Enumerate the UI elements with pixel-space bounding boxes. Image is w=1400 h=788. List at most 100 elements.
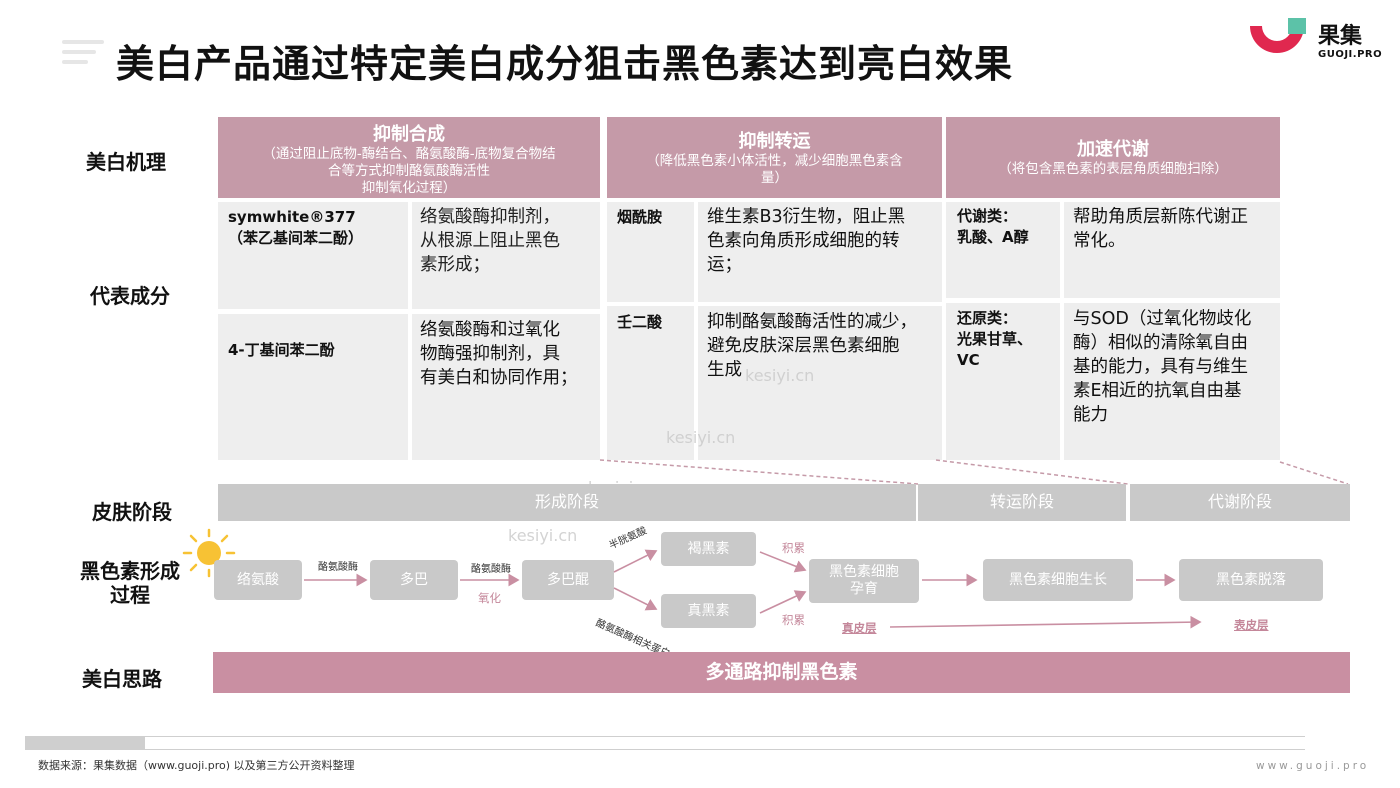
- header-desc-line: （将包含黑色素的表层角质细胞扫除）: [998, 161, 1228, 177]
- effect-line: 避免皮肤深层黑色素细胞: [707, 336, 900, 356]
- ingredient-line: symwhite®377: [228, 208, 356, 226]
- ingredient-cell: [607, 306, 694, 460]
- ingredient-cell: [607, 202, 694, 302]
- ingredient-line: 乳酸、A醇: [957, 228, 1029, 246]
- ingredient-cell: [218, 202, 408, 309]
- page-title: 美白产品通过特定美白成分狙击黑色素达到亮白效果: [116, 42, 1014, 86]
- node-melanocyte-incubation-label: 黑色素细胞孕育: [829, 564, 899, 597]
- effect-line: 帮助角质层新陈代谢正: [1073, 207, 1248, 227]
- effect-line: 维生素B3衍生物，阻止黑: [707, 207, 906, 227]
- node-dopaquinone: 多巴醌: [522, 560, 614, 600]
- ingredient-name: 烟酰胺: [617, 207, 662, 228]
- node-pheomelanin: 褐黑素: [661, 532, 756, 566]
- ingredient-line: VC: [957, 351, 980, 369]
- header-accelerate-metabolism: 加速代谢 （将包含黑色素的表层角质细胞扫除）: [946, 117, 1280, 198]
- row-label-approach: 美白思路: [82, 667, 162, 691]
- row-label-skin-stage: 皮肤阶段: [92, 500, 172, 524]
- effect-line: 与SOD（过氧化物歧化: [1073, 309, 1252, 329]
- effect-line: 络氨酸酶和过氧化: [420, 320, 560, 340]
- effect-line: 有美白和协同作用；: [420, 368, 578, 388]
- effect-line: 运；: [707, 255, 742, 275]
- ingredient-cell: [946, 303, 1060, 460]
- header-inhibit-transport: 抑制转运 （降低黑色素小体活性，减少细胞黑色素含 量）: [607, 117, 942, 198]
- watermark: kesiyi.cn: [745, 366, 815, 385]
- dermis-label: 真皮层: [842, 621, 877, 635]
- effect-line: 色素向角质形成细胞的转: [707, 231, 900, 251]
- approach-bar: 多通路抑制黑色素: [213, 652, 1350, 693]
- row-label-melanin-process-line2: 过程: [110, 583, 150, 607]
- footer-divider: [25, 736, 1305, 737]
- footer-divider-bottom: [145, 749, 1305, 750]
- stage-formation: 形成阶段: [218, 484, 916, 521]
- effect-text: 络氨酸酶抑制剂， 从根源上阻止黑色 素形成；: [420, 205, 560, 277]
- header-desc-line: （通过阻止底物-酶结合、酪氨酸酶-底物复合物结: [262, 146, 556, 162]
- row-label-mechanism: 美白机理: [86, 150, 166, 174]
- effect-cell: [1064, 202, 1280, 298]
- effect-text: 与SOD（过氧化物歧化 酶）相似的清除氧自由 基的能力，具有与维生 素E相近的抗…: [1073, 307, 1251, 427]
- node-melanocyte-incubation: 黑色素细胞孕育: [809, 559, 919, 603]
- effect-text: 抑制酪氨酸酶活性的减少， 避免皮肤深层黑色素细胞 生成: [707, 310, 917, 382]
- ingredient-cell: [218, 314, 408, 460]
- effect-line: 常化。: [1073, 231, 1126, 251]
- ingredient-name: 还原类： 光果甘草、 VC: [957, 308, 1032, 371]
- arrow-label-oxidize: 氧化: [478, 591, 501, 605]
- effect-text: 维生素B3衍生物，阻止黑 色素向角质形成细胞的转 运；: [707, 205, 905, 277]
- ingredient-name: 代谢类： 乳酸、A醇: [957, 206, 1029, 248]
- header-title: 加速代谢: [1077, 139, 1149, 160]
- stage-transport: 转运阶段: [918, 484, 1126, 521]
- epidermis-label: 表皮层: [1234, 618, 1269, 632]
- ingredient-name: 4-丁基间苯二酚: [228, 340, 335, 361]
- effect-line: 络氨酸酶抑制剂，: [420, 207, 560, 227]
- accumulate-label: 积累: [782, 613, 805, 627]
- effect-cell: [698, 202, 942, 302]
- effect-line: 抑制酪氨酸酶活性的减少，: [707, 312, 917, 332]
- header-desc-line: （降低黑色素小体活性，减少细胞黑色素含: [646, 153, 903, 169]
- header-desc-line: 合等方式抑制酪氨酸酶活性: [328, 163, 490, 179]
- node-melanin-shedding: 黑色素脱落: [1179, 559, 1323, 601]
- row-label-melanin-process-line1: 黑色素形成: [80, 559, 180, 583]
- ingredient-line: 光果甘草、: [957, 330, 1033, 348]
- data-source: 数据来源：果集数据（www.guoji.pro) 以及第三方公开资料整理: [38, 759, 355, 772]
- effect-line: 素形成；: [420, 255, 490, 275]
- accumulate-label: 积累: [782, 541, 805, 555]
- ingredient-line: 烟酰胺: [617, 208, 663, 226]
- effect-line: 能力: [1073, 405, 1108, 425]
- arrow-label-tyrosinase: 酪氨酸酶: [318, 562, 358, 573]
- guoji-logo-icon: [1250, 18, 1306, 53]
- ingredient-line: 还原类：: [957, 309, 1018, 327]
- header-desc-line: 抑制氧化过程）: [361, 180, 457, 196]
- effect-cell: [412, 202, 600, 309]
- node-eumelanin: 真黑素: [661, 594, 756, 628]
- effect-text: 帮助角质层新陈代谢正 常化。: [1073, 205, 1248, 253]
- ingredient-line: 壬二酸: [617, 313, 663, 331]
- logo-name: 果集: [1318, 24, 1363, 49]
- ingredient-line: 4-丁基间苯二酚: [228, 341, 335, 359]
- stage-metabolism: 代谢阶段: [1130, 484, 1350, 521]
- effect-line: 生成: [707, 360, 742, 380]
- ingredient-cell: [946, 202, 1060, 298]
- node-tyrosine: 络氨酸: [214, 560, 302, 600]
- footer-divider-accent: [25, 736, 145, 750]
- row-label-melanin-process: 黑色素形成 过程: [80, 559, 180, 607]
- ingredient-name: 壬二酸: [617, 312, 662, 333]
- ingredient-line: 代谢类：: [957, 207, 1018, 225]
- arrow-label-tyrosinase: 酪氨酸酶: [471, 564, 511, 575]
- effect-line: 从根源上阻止黑色: [420, 231, 560, 251]
- effect-cell: [698, 306, 942, 460]
- watermark: kesiyi.cn: [666, 428, 736, 447]
- effect-line: 基的能力，具有与维生: [1073, 357, 1248, 377]
- title-decoration: [62, 40, 104, 66]
- node-dopa: 多巴: [370, 560, 458, 600]
- effect-line: 物酶强抑制剂，具: [420, 344, 560, 364]
- row-label-ingredients: 代表成分: [90, 284, 170, 308]
- logo-sub: GUOJI.PRO: [1318, 49, 1383, 60]
- effect-line: 素E相近的抗氧自由基: [1073, 381, 1242, 401]
- node-melanocyte-growth: 黑色素细胞生长: [983, 559, 1133, 601]
- header-inhibit-synthesis: 抑制合成 （通过阻止底物-酶结合、酪氨酸酶-底物复合物结 合等方式抑制酪氨酸酶活…: [218, 117, 600, 198]
- header-title: 抑制合成: [373, 124, 445, 145]
- header-title: 抑制转运: [738, 131, 811, 152]
- watermark: kesiyi.cn: [508, 526, 578, 545]
- effect-cell: [412, 314, 600, 460]
